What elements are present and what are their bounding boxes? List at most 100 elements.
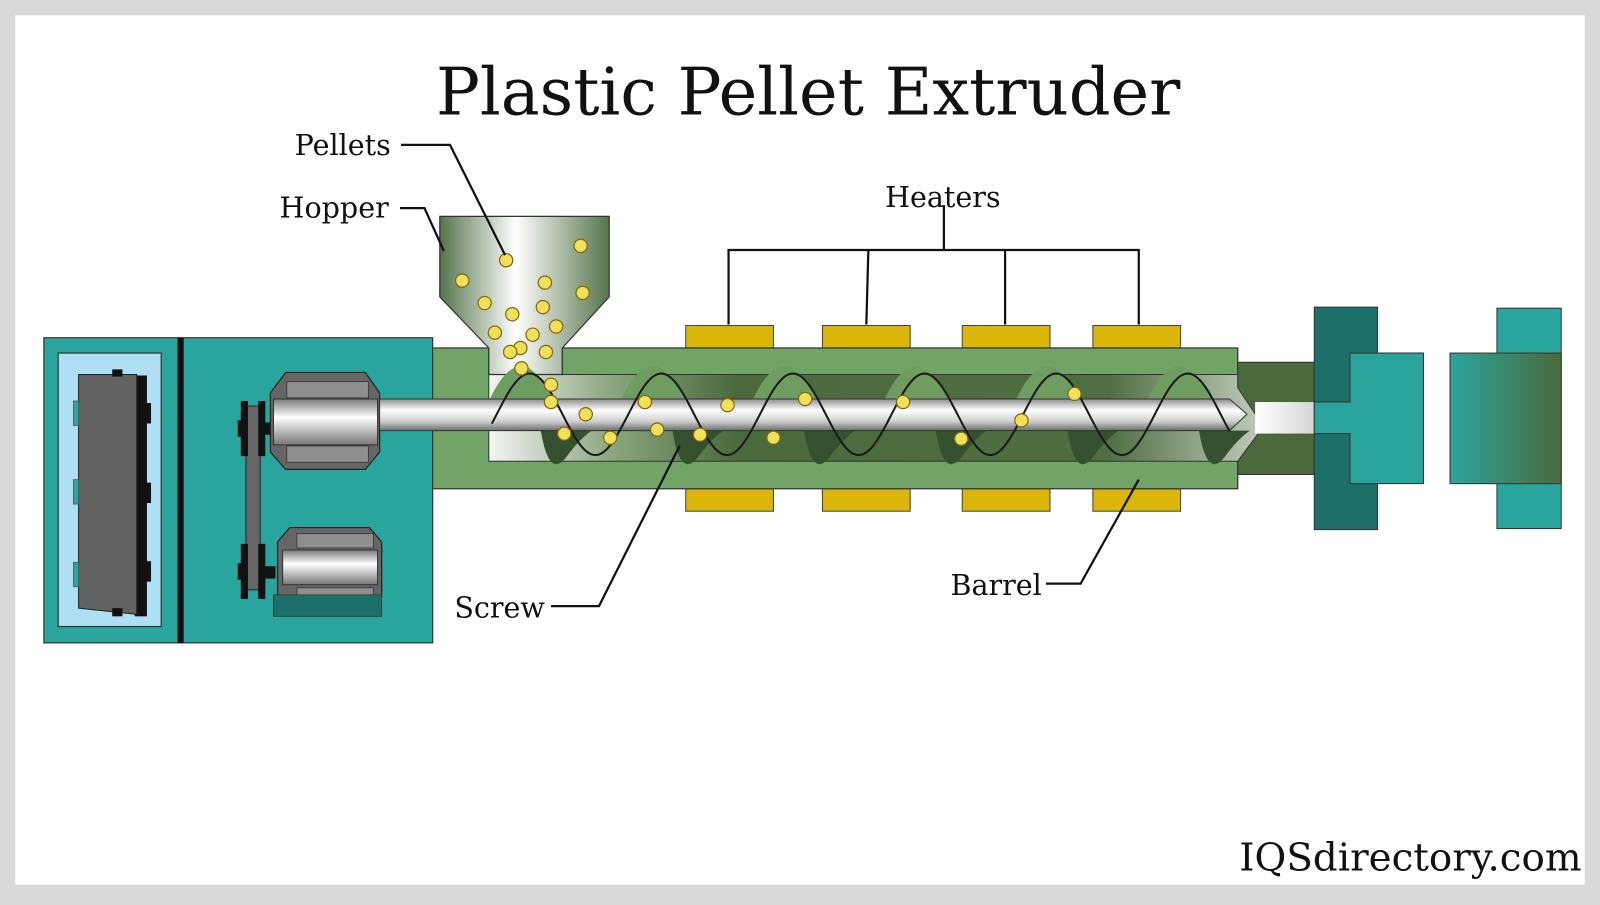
pulley-bottom bbox=[240, 543, 248, 599]
pellet bbox=[514, 361, 529, 376]
pellet bbox=[692, 427, 708, 442]
hopper-body bbox=[439, 215, 610, 376]
motor-rotor bbox=[282, 549, 379, 586]
heater-band bbox=[685, 488, 774, 512]
screw bbox=[379, 366, 1250, 465]
heater-band bbox=[685, 325, 774, 349]
pulley-top bbox=[240, 401, 248, 457]
label-barrel: Barrel bbox=[950, 568, 1041, 602]
die-head bbox=[1313, 352, 1424, 485]
motor-fin bbox=[296, 533, 374, 549]
pellet bbox=[535, 299, 551, 315]
motor-fin bbox=[286, 381, 369, 399]
main-drive-motor bbox=[269, 371, 381, 471]
gearbox-bolt bbox=[144, 403, 152, 424]
pellets-leader bbox=[401, 143, 507, 256]
pellet bbox=[1014, 413, 1029, 428]
heater-band bbox=[961, 488, 1051, 512]
pellet bbox=[498, 252, 514, 268]
heaters-leader-drop bbox=[865, 249, 870, 325]
screw-flight-lower bbox=[540, 430, 592, 465]
pellet bbox=[505, 307, 520, 322]
heaters-top bbox=[685, 325, 1182, 349]
brand-watermark: IQSdirectory.com bbox=[1239, 835, 1581, 880]
mold bbox=[1449, 307, 1562, 530]
pellet bbox=[575, 285, 590, 301]
pellet bbox=[455, 273, 470, 288]
label-hopper: Hopper bbox=[280, 190, 390, 224]
pulley-axle bbox=[263, 566, 276, 579]
gearbox-bolt bbox=[112, 608, 123, 617]
pellet bbox=[537, 275, 553, 290]
diagram-title: Plastic Pellet Extruder bbox=[436, 54, 1181, 130]
pellet bbox=[557, 426, 572, 441]
pellet bbox=[602, 430, 618, 445]
screw-flight-lower bbox=[672, 430, 724, 465]
screw-flight-lower bbox=[804, 430, 856, 465]
screw-leader bbox=[551, 445, 681, 608]
motor-fin bbox=[286, 445, 369, 463]
screw-flight-upper bbox=[1147, 366, 1214, 399]
pellet bbox=[538, 344, 554, 360]
pellet bbox=[548, 319, 564, 334]
screw-flight-lower bbox=[1067, 430, 1119, 465]
drive-belt bbox=[237, 401, 276, 599]
pulley-top bbox=[258, 401, 266, 457]
screw-shaft bbox=[379, 398, 1248, 432]
pellet bbox=[895, 394, 911, 410]
gearbox bbox=[57, 352, 162, 628]
nozzle-bore bbox=[1255, 402, 1315, 434]
gearbox-bolt bbox=[144, 561, 152, 582]
screw-flight-upper bbox=[753, 366, 819, 399]
pulley-hub bbox=[237, 563, 243, 580]
label-pellets: Pellets bbox=[295, 128, 391, 162]
motor-rotor bbox=[272, 398, 379, 446]
screw-flight-upper bbox=[489, 366, 556, 399]
screw-flight-lower bbox=[935, 430, 987, 465]
housing-divider bbox=[177, 337, 184, 643]
label-screw: Screw bbox=[454, 590, 545, 624]
auxiliary-motor bbox=[273, 526, 383, 617]
pellet bbox=[487, 325, 503, 340]
leader-lines bbox=[400, 143, 1140, 608]
die bbox=[1313, 306, 1424, 531]
barrel-leader bbox=[1045, 479, 1140, 585]
screw-flights bbox=[489, 366, 1250, 465]
screw-flight-upper bbox=[884, 366, 950, 399]
screw-flight-lower bbox=[1198, 430, 1250, 465]
pellet bbox=[543, 377, 559, 392]
mold-cavity bbox=[1449, 352, 1562, 485]
gearbox-tab bbox=[73, 400, 79, 426]
pulley-bottom bbox=[258, 543, 266, 599]
gearbox-bolt bbox=[112, 369, 123, 377]
hopper bbox=[439, 215, 610, 376]
hopper-leader bbox=[400, 207, 445, 252]
motor-base bbox=[273, 594, 383, 617]
pulley-hub bbox=[237, 420, 243, 437]
pellet bbox=[1067, 386, 1082, 402]
gearbox-bolt bbox=[144, 482, 152, 504]
pellet bbox=[525, 327, 540, 342]
heater-band bbox=[961, 325, 1051, 349]
pellet bbox=[578, 407, 593, 422]
pellet bbox=[649, 422, 665, 437]
gearbox-tab bbox=[73, 479, 79, 505]
pellet bbox=[543, 394, 559, 410]
pellet bbox=[573, 238, 588, 254]
pellet bbox=[720, 397, 735, 413]
label-heaters: Heaters bbox=[885, 180, 1001, 214]
belt bbox=[245, 405, 261, 591]
heater-band bbox=[821, 488, 911, 512]
pellet bbox=[477, 295, 492, 311]
pellet bbox=[766, 430, 781, 445]
gearbox-side bbox=[134, 375, 147, 617]
pellet bbox=[797, 391, 813, 407]
screw-flight-upper bbox=[621, 366, 687, 399]
heater-band bbox=[1092, 488, 1182, 512]
heater-band bbox=[1092, 325, 1182, 349]
gearbox-tab bbox=[73, 561, 79, 588]
pellet bbox=[637, 394, 653, 410]
heaters-leader-bar bbox=[727, 248, 1140, 325]
